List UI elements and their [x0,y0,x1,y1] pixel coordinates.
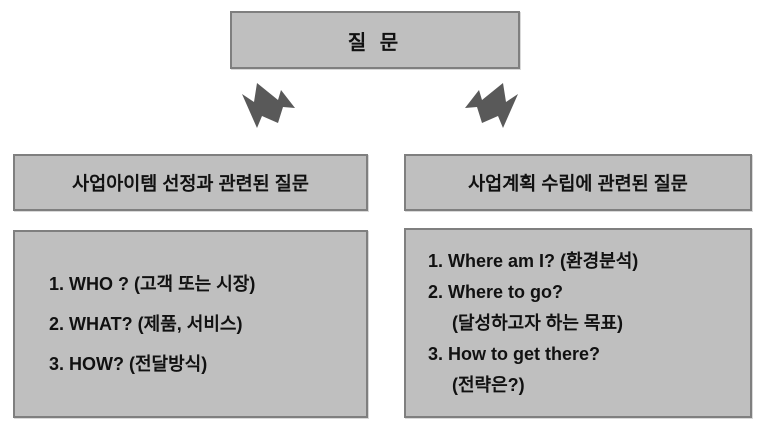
left-branch-header-label: 사업아이템 선정과 관련된 질문 [72,172,309,194]
right-branch-header-label: 사업계획 수립에 관련된 질문 [468,172,688,194]
list-item: 2. WHAT? (제품, 서비스) [49,314,243,334]
list-item: 2. Where to go? [428,282,563,302]
arrow-down-right-icon [458,80,520,136]
arrow-down-left-icon [240,80,302,136]
root-question-label: 질 문 [347,31,403,54]
left-branch-content-box[interactable]: 1. WHO ? (고객 또는 시장) 2. WHAT? (제품, 서비스) 3… [13,230,368,418]
left-branch-header-box[interactable]: 사업아이템 선정과 관련된 질문 [13,154,368,211]
list-item: 3. How to get there? [428,344,601,364]
right-branch-content-box[interactable]: 1. Where am I? (환경분석) 2. Where to go? (달… [404,228,752,418]
root-question-box[interactable]: 질 문 [230,11,520,69]
list-item: 3. HOW? (전달방식) [49,354,208,374]
list-item: (전략은?) [452,375,525,395]
list-item: (달성하고자 하는 목표) [452,313,624,333]
right-branch-header-box[interactable]: 사업계획 수립에 관련된 질문 [404,154,752,211]
list-item: 1. Where am I? (환경분석) [428,251,639,271]
list-item: 1. WHO ? (고객 또는 시장) [49,274,256,294]
